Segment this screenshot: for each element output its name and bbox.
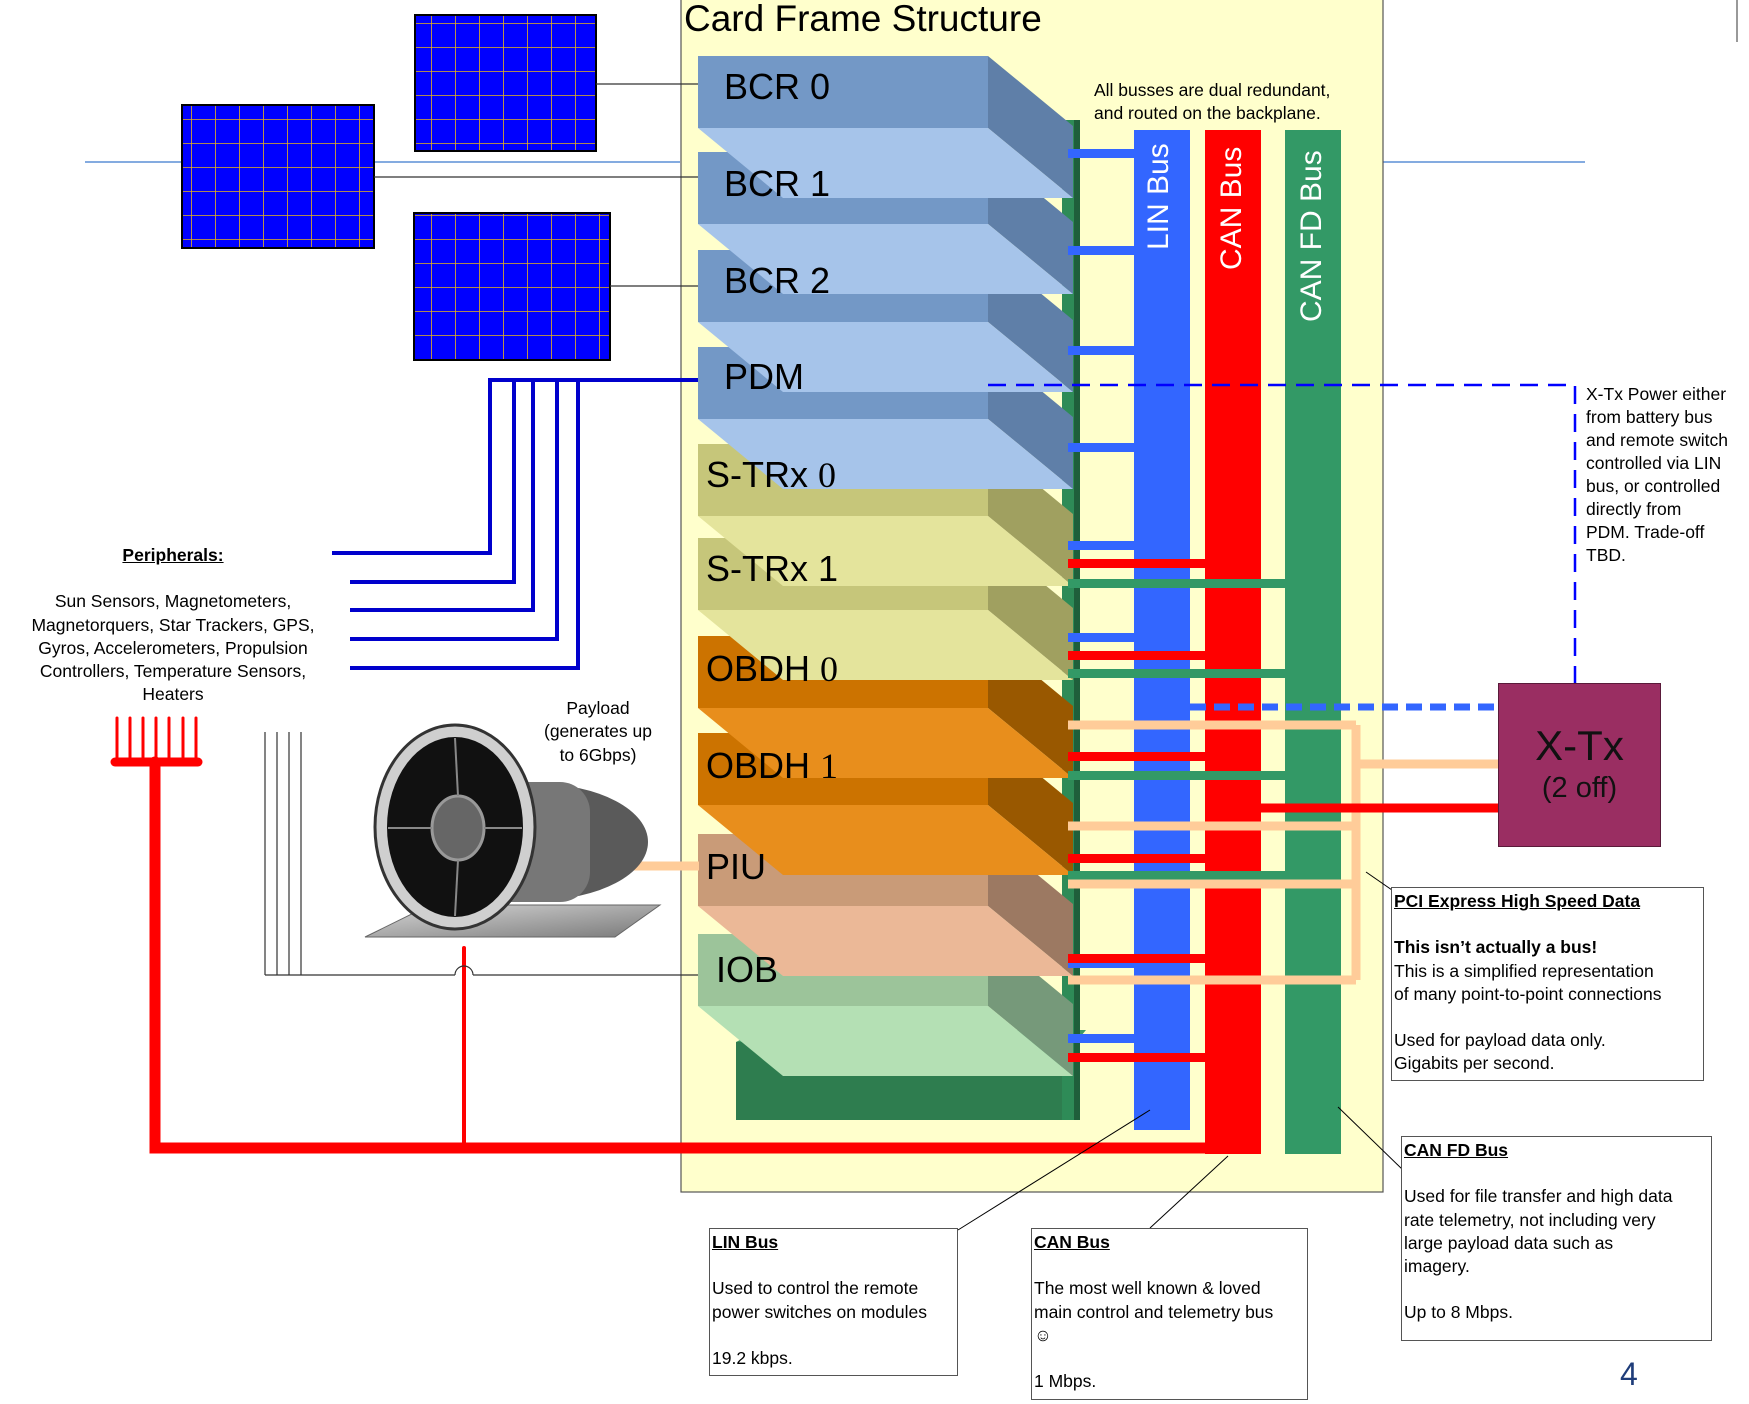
canfd-callout: CAN FD Bus Used for file transfer and hi… <box>1401 1136 1712 1341</box>
lin-bus-label: LIN Bus <box>1142 143 1176 250</box>
pci-heading: PCI Express High Speed Data <box>1394 890 1701 913</box>
pci-line: of many point-to-point connections <box>1394 983 1701 1006</box>
peripherals-line: Controllers, Temperature Sensors, <box>0 660 346 683</box>
xtx-note-line: from battery bus <box>1586 406 1728 429</box>
lin-tap <box>1068 149 1134 158</box>
can-tap <box>1068 651 1205 660</box>
can-line: The most well known & loved <box>1034 1277 1305 1300</box>
lin-tap <box>1068 246 1134 255</box>
card-label-obdh1: OBDH 1 <box>706 745 838 787</box>
canfd-tap <box>1068 579 1285 588</box>
can-line: 1 Mbps. <box>1034 1370 1305 1393</box>
canfd-tap <box>1068 669 1285 678</box>
xtx-note-line: PDM. Trade-off <box>1586 521 1728 544</box>
can-bus-label: CAN Bus <box>1215 147 1249 270</box>
canfd-line: rate telemetry, not including very <box>1404 1209 1709 1232</box>
xtx-power-note: X-Tx Power either from battery bus and r… <box>1586 383 1728 567</box>
peripherals-block: Peripherals: Sun Sensors, Magnetometers,… <box>0 544 346 707</box>
xtx-note-line: directly from <box>1586 498 1728 521</box>
obdh1-num: 1 <box>820 746 838 786</box>
lin-heading: LIN Bus <box>712 1231 955 1254</box>
xtx-title: X-Tx <box>1499 722 1660 770</box>
pci-bold-line: This isn’t actually a bus! <box>1394 936 1701 959</box>
obdh1-text: OBDH <box>706 745 810 786</box>
lin-line: 19.2 kbps. <box>712 1347 955 1370</box>
peripherals-line: Magnetorquers, Star Trackers, GPS, <box>0 614 346 637</box>
lin-line: power switches on modules <box>712 1301 955 1324</box>
canfd-line: large payload data such as <box>1404 1232 1709 1255</box>
pci-line: Gigabits per second. <box>1394 1052 1701 1075</box>
obdh0-text: OBDH <box>706 648 810 689</box>
page-number: 4 <box>1620 1356 1638 1393</box>
can-callout: CAN Bus The most well known & loved main… <box>1031 1228 1308 1400</box>
peripherals-line: Heaters <box>0 683 346 706</box>
canfd-line: Up to 8 Mbps. <box>1404 1301 1709 1324</box>
can-line: main control and telemetry bus <box>1034 1301 1305 1324</box>
can-tap <box>1068 559 1205 568</box>
solar-panel-left <box>182 105 374 248</box>
can-tap <box>1068 954 1205 963</box>
canfd-line: imagery. <box>1404 1255 1709 1278</box>
pci-express-callout: PCI Express High Speed Data This isn’t a… <box>1391 887 1704 1081</box>
xtx-note-line: TBD. <box>1586 544 1728 567</box>
xtx-subtitle: (2 off) <box>1499 772 1660 805</box>
can-tap <box>1068 1053 1205 1062</box>
peripherals-heading: Peripherals: <box>0 544 346 567</box>
card-label-bcr1: BCR 1 <box>724 163 830 205</box>
bus-note-line-2: and routed on the backplane. <box>1094 102 1330 125</box>
xtx-module: X-Tx (2 off) <box>1498 683 1661 847</box>
lin-tap <box>1068 443 1134 452</box>
xtx-note-line: bus, or controlled <box>1586 475 1728 498</box>
lin-tap <box>1068 633 1134 642</box>
lin-tap <box>1068 541 1134 550</box>
xtx-note-line: X-Tx Power either <box>1586 383 1728 406</box>
payload-line: to 6Gbps) <box>528 744 668 767</box>
frame-title: Card Frame Structure <box>684 0 1042 40</box>
card-label-pdm: PDM <box>724 356 804 398</box>
xtx-note-line: and remote switch <box>1586 429 1728 452</box>
peripherals-line: Sun Sensors, Magnetometers, <box>0 590 346 613</box>
lin-tap <box>1068 346 1134 355</box>
card-label-obdh0: OBDH 0 <box>706 648 838 690</box>
solar-panel-bottom <box>414 213 610 360</box>
canfd-tap <box>1068 771 1285 780</box>
pci-line: Used for payload data only. <box>1394 1029 1701 1052</box>
card-label-bcr2: BCR 2 <box>724 260 830 302</box>
solar-panel-top <box>415 15 596 151</box>
peripherals-line: Gyros, Accelerometers, Propulsion <box>0 637 346 660</box>
payload-label: Payload (generates up to 6Gbps) <box>528 697 668 767</box>
lin-callout: LIN Bus Used to control the remote power… <box>709 1228 958 1376</box>
pdm-harness <box>332 380 698 668</box>
pci-line: This is a simplified representation <box>1394 960 1701 983</box>
can-tap <box>1068 854 1205 863</box>
card-label-iob: IOB <box>716 949 778 991</box>
bus-redundancy-note: All busses are dual redundant, and route… <box>1094 79 1330 125</box>
strx0-text: S-TRx <box>706 454 808 495</box>
lin-line: Used to control the remote <box>712 1277 955 1300</box>
can-line: ☺ <box>1034 1324 1305 1347</box>
payload-line: (generates up <box>528 720 668 743</box>
card-label-piu: PIU <box>706 846 766 888</box>
card-label-bcr0: BCR 0 <box>724 66 830 108</box>
bus-note-line-1: All busses are dual redundant, <box>1094 79 1330 102</box>
can-heading: CAN Bus <box>1034 1231 1305 1254</box>
canfd-tap <box>1068 871 1285 880</box>
canfd-bus-label: CAN FD Bus <box>1295 150 1329 322</box>
canfd-line: Used for file transfer and high data <box>1404 1185 1709 1208</box>
payload-line: Payload <box>528 697 668 720</box>
card-label-strx1: S-TRx 1 <box>706 548 838 590</box>
xtx-note-line: controlled via LIN <box>1586 452 1728 475</box>
can-bus-bar <box>1205 130 1261 1154</box>
lin-tap <box>1068 1034 1134 1043</box>
card-label-strx0: S-TRx 0 <box>706 454 836 496</box>
canfd-heading: CAN FD Bus <box>1404 1139 1709 1162</box>
obdh0-num: 0 <box>820 649 838 689</box>
can-tap <box>1068 752 1205 761</box>
strx0-num: 0 <box>818 455 836 495</box>
